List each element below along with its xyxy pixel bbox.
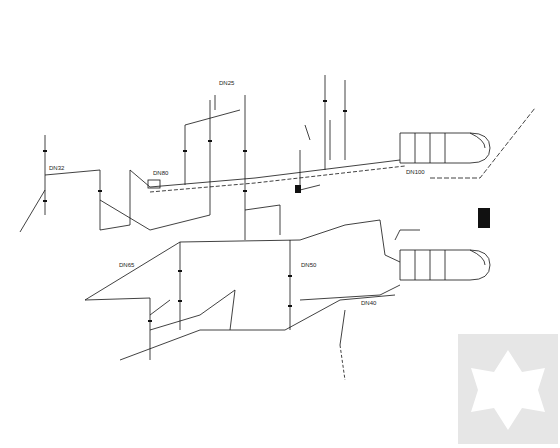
- pipe-size-label: DN40: [360, 300, 377, 306]
- valve-marks: [43, 100, 490, 322]
- pipe-lines: [20, 75, 535, 380]
- watermark: [458, 334, 558, 444]
- pipe-size-label: DN100: [405, 169, 426, 175]
- pipe-size-label: DN65: [118, 262, 135, 268]
- pipe-size-label: DN32: [48, 165, 65, 171]
- pipe-size-label: DN25: [218, 80, 235, 86]
- pipe-size-label: DN50: [300, 262, 317, 268]
- pipe-size-label: DN80: [152, 170, 169, 176]
